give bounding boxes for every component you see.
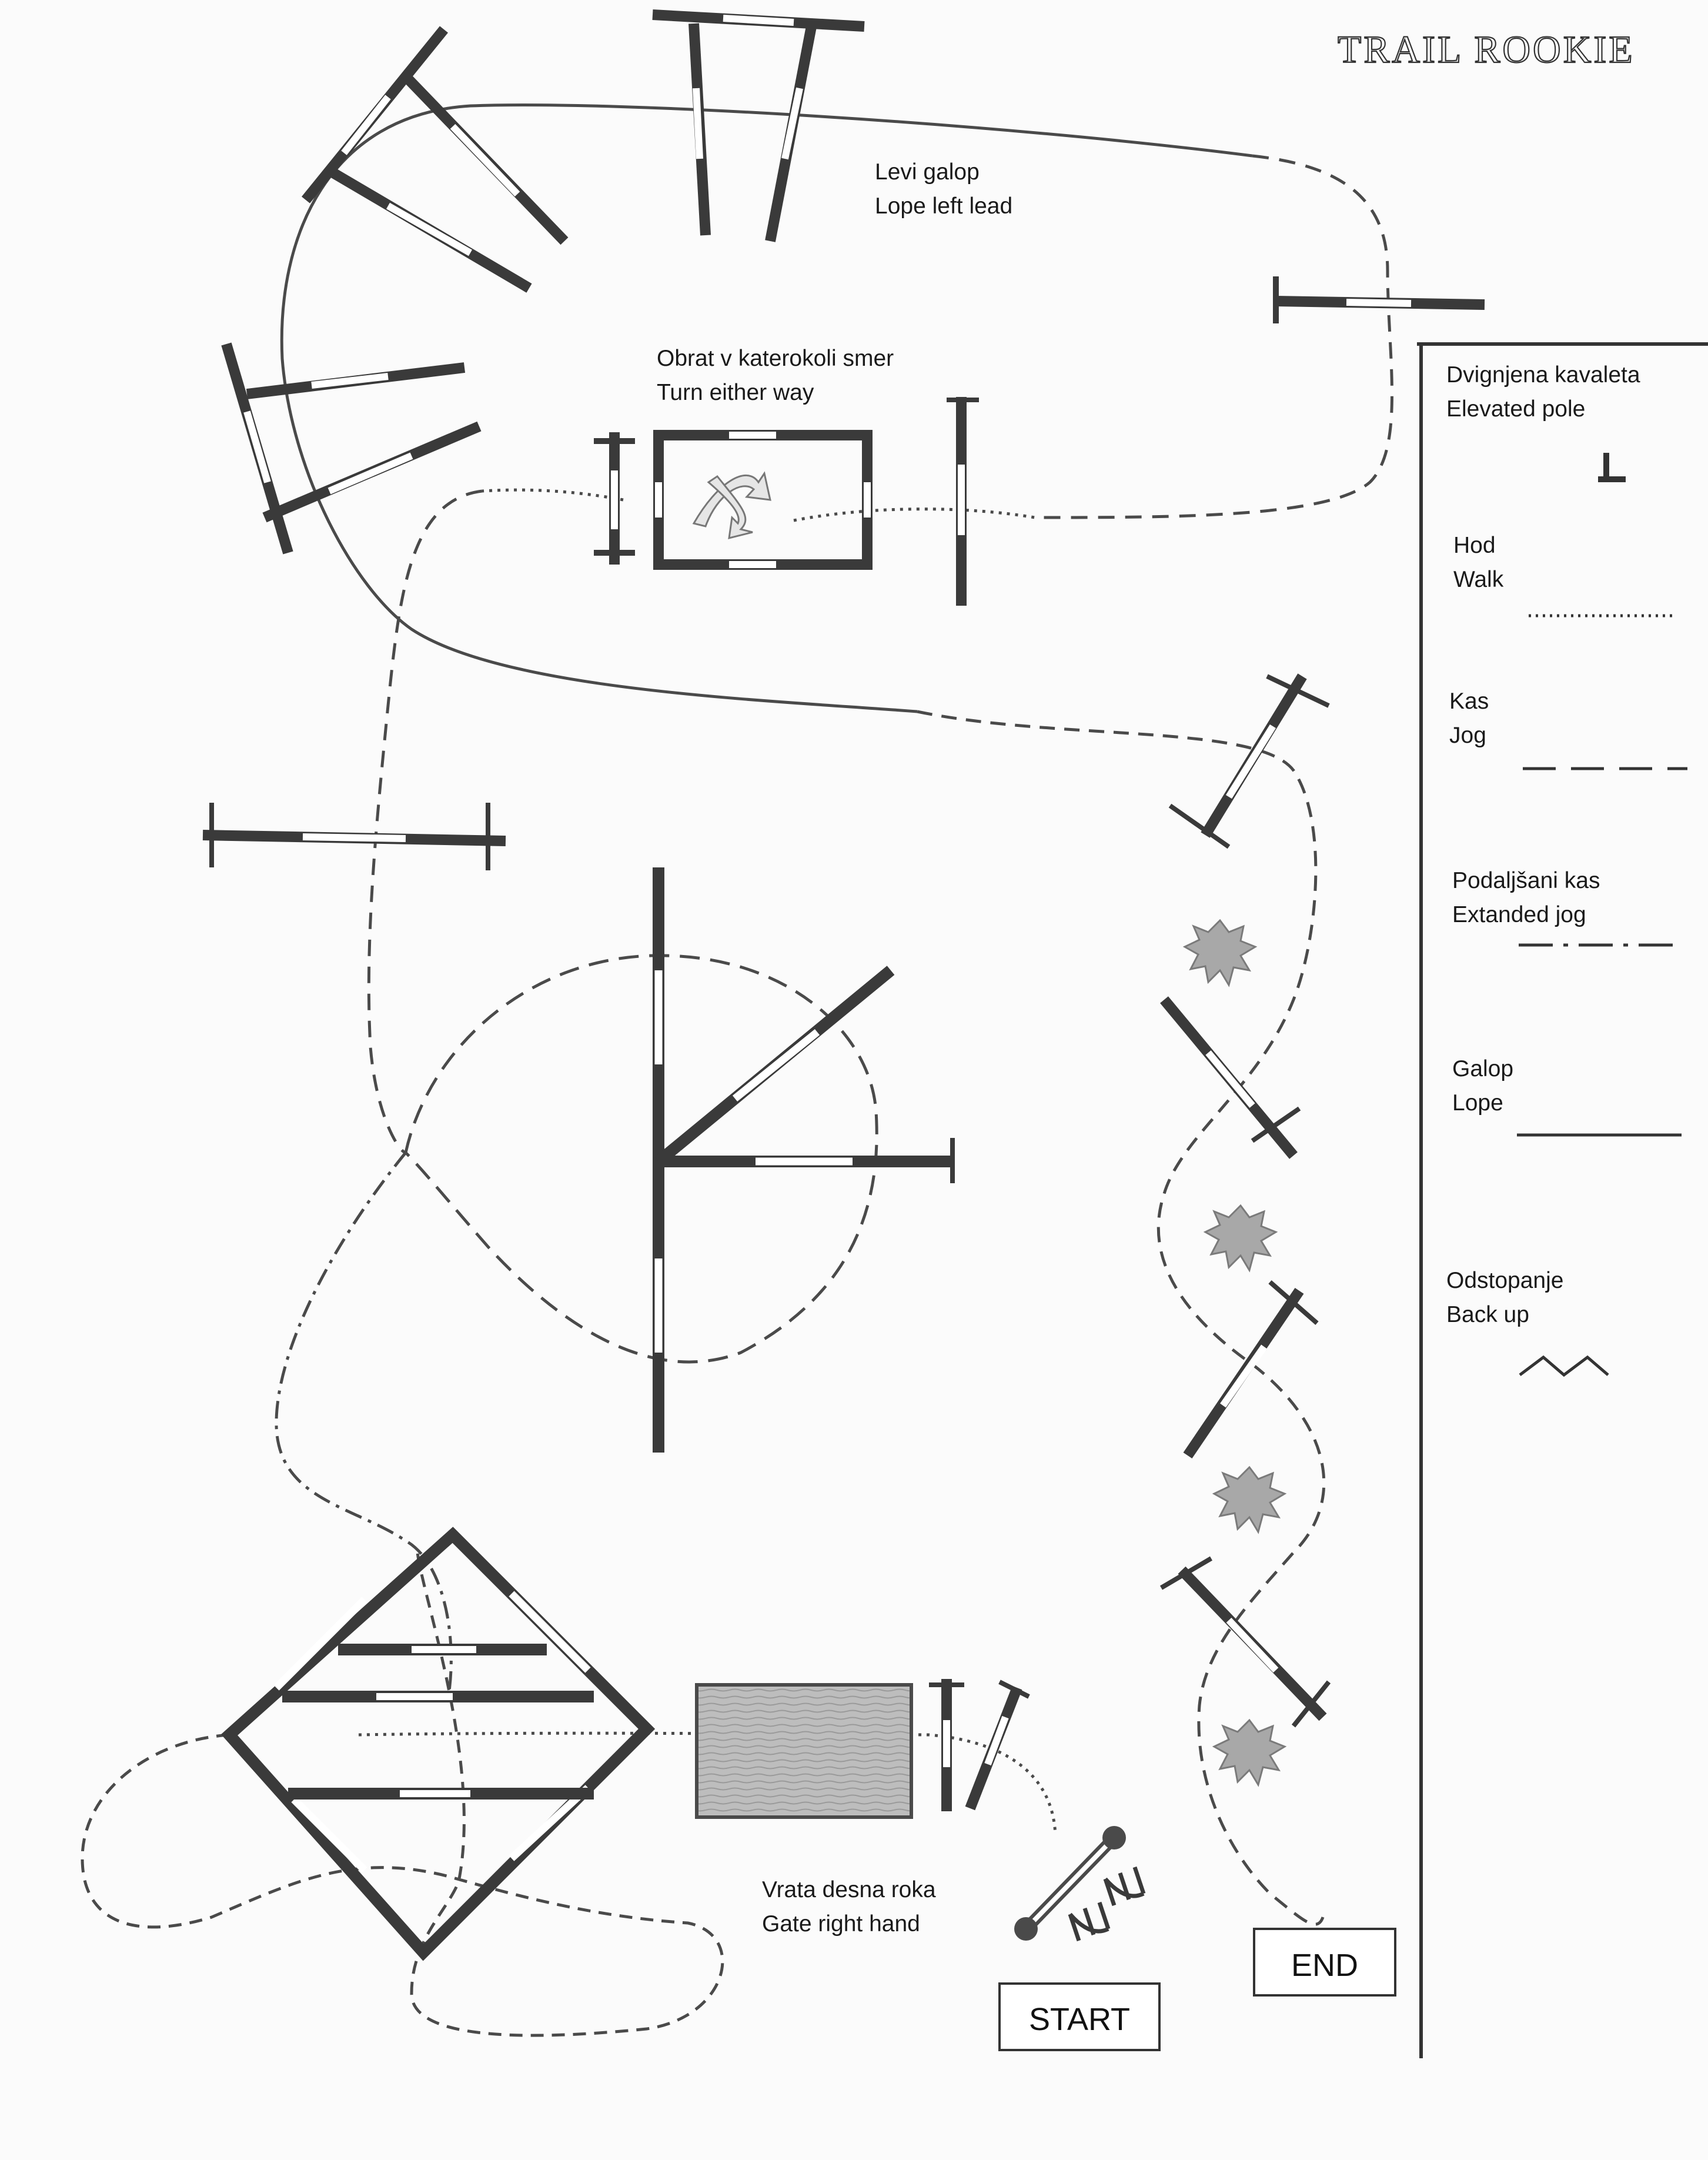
annotation-line: Levi galop [875, 159, 980, 185]
jog-path-top-right [1034, 154, 1393, 519]
annotation-line: Turn either way [657, 380, 814, 405]
legend-label: Odstopanje [1446, 1268, 1563, 1293]
elevated-pole-icon [1598, 453, 1626, 482]
jog-path-bottom-loops [81, 1552, 724, 2037]
legend-label: Hod [1453, 533, 1496, 558]
annotation-gate-right-hand: Vrata desna roka Gate right hand [762, 1877, 936, 1937]
jog-path-left [367, 489, 483, 1154]
annotation-turn-either-way: Obrat v katerokoli smer Turn either way [657, 346, 894, 405]
start-marker: START [998, 1982, 1161, 2051]
legend-extended-jog: Podaljšani kas Extanded jog [1452, 868, 1679, 947]
annotation-line: Vrata desna roka [762, 1877, 936, 1902]
lope-path [280, 103, 1253, 713]
annotation-line: Obrat v katerokoli smer [657, 346, 894, 371]
jog-path-right-serpentine [917, 710, 1326, 1926]
legend-label: Walk [1453, 567, 1504, 592]
left-pole [202, 803, 506, 870]
elevated-pole-top-right [1273, 276, 1485, 323]
serpentine-pole-4 [1159, 1556, 1331, 1728]
serpentine-pole-3 [1183, 1280, 1319, 1459]
legend-back-up: Odstopanje Back up [1446, 1268, 1609, 1377]
pole-top-3 [221, 342, 482, 555]
legend-label: Elevated pole [1446, 396, 1585, 422]
legend-label: Back up [1446, 1302, 1529, 1327]
bridge [695, 1683, 913, 1819]
serpentine-poles [1159, 673, 1331, 1728]
legend-lope: Galop Lope [1452, 1056, 1682, 1137]
annotation-lope-left-lead: Levi galop Lope left lead [875, 159, 1012, 219]
bush-icon [1203, 1204, 1278, 1273]
annotation-line: Lope left lead [875, 193, 1012, 219]
end-marker: END [1253, 1928, 1396, 1997]
legend-label: Extanded jog [1452, 902, 1586, 927]
turn-arrows-icon [692, 471, 771, 539]
legend-label: Dvignjena kavaleta [1446, 362, 1640, 388]
legend-jog: Kas Jog [1449, 689, 1687, 770]
bush-icon [1182, 919, 1258, 987]
legend-label: Jog [1449, 723, 1486, 748]
end-label: END [1291, 1948, 1358, 1983]
walk-path-box-left [482, 488, 624, 502]
legend: Dvignjena kavaleta Elevated pole Hod Wal… [1417, 342, 1708, 2058]
route-paths [81, 103, 1393, 2037]
gate-icon [1014, 1826, 1146, 1942]
turn-box [594, 397, 979, 606]
start-label: START [1029, 2002, 1130, 2037]
walk-path-box [793, 508, 1035, 522]
legend-label: Podaljšani kas [1452, 868, 1600, 893]
legend-label: Kas [1449, 689, 1489, 714]
serpentine-pole-1 [1168, 673, 1330, 849]
serpentine-pole-2 [1160, 996, 1301, 1159]
jog-path-spoke-loop [404, 954, 878, 1364]
legend-label: Galop [1452, 1056, 1513, 1081]
extended-jog-path [275, 1151, 453, 1706]
pole-top-2 [302, 26, 569, 293]
bush-icon [1212, 1465, 1287, 1534]
pole-top-1 [652, 9, 865, 242]
backup-diamond [220, 1527, 656, 1961]
legend-walk: Hod Walk [1453, 533, 1676, 617]
spoke-poles [653, 867, 955, 1453]
zigzag-line-symbol [1519, 1355, 1609, 1377]
lope-pole-fan [221, 9, 865, 555]
course-title: TRAIL ROOKIE [1338, 28, 1635, 71]
bridge-end-poles [929, 1679, 1030, 1811]
legend-label: Lope [1452, 1090, 1503, 1116]
legend-elevated-pole: Dvignjena kavaleta Elevated pole [1446, 362, 1640, 482]
bush-icon [1212, 1718, 1287, 1787]
annotation-line: Gate right hand [762, 1911, 920, 1937]
bushes [1182, 919, 1287, 1787]
